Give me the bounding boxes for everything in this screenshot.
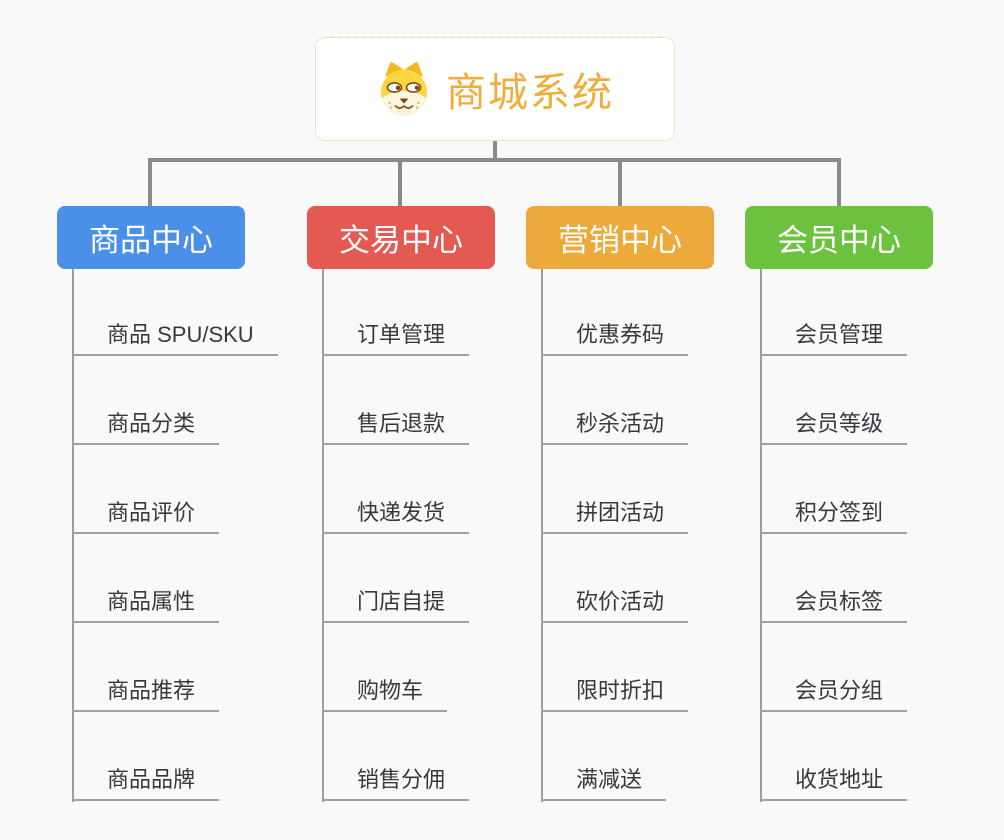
connector-bus [148, 158, 841, 162]
branch-node-trade-center[interactable]: 交易中心 [307, 206, 495, 269]
leaf-node[interactable]: 限时折扣 [541, 678, 689, 712]
connector-drop-member [837, 158, 841, 206]
root-node[interactable]: 商城系统 [315, 37, 675, 141]
leaf-node[interactable]: 收货地址 [760, 767, 908, 801]
dog-face-icon [381, 62, 427, 116]
connector-trunk-marketing [541, 269, 543, 802]
leaf-node[interactable]: 积分签到 [760, 500, 908, 534]
leaf-node[interactable]: 会员分组 [760, 678, 908, 712]
leaf-node[interactable]: 砍价活动 [541, 589, 689, 623]
connector-trunk-trade [322, 269, 324, 802]
leaf-node[interactable]: 拼团活动 [541, 500, 689, 534]
branch-node-product-center[interactable]: 商品中心 [57, 206, 245, 269]
connector-trunk-member [760, 269, 762, 802]
leaf-node[interactable]: 会员管理 [760, 322, 908, 356]
leaf-node[interactable]: 销售分佣 [322, 767, 470, 801]
leaf-node[interactable]: 门店自提 [322, 589, 470, 623]
leaf-node[interactable]: 秒杀活动 [541, 411, 689, 445]
leaf-node[interactable]: 优惠券码 [541, 322, 689, 356]
leaf-node[interactable]: 售后退款 [322, 411, 470, 445]
leaf-node[interactable]: 满减送 [541, 767, 667, 801]
leaf-node[interactable]: 会员等级 [760, 411, 908, 445]
branch-node-member-center[interactable]: 会员中心 [745, 206, 933, 269]
root-node-title: 商城系统 [446, 71, 614, 115]
leaf-node[interactable]: 订单管理 [322, 322, 470, 356]
branch-node-marketing-center[interactable]: 营销中心 [526, 206, 714, 269]
connector-drop-marketing [618, 158, 622, 206]
leaf-node[interactable]: 商品评价 [72, 500, 220, 534]
leaf-node[interactable]: 商品推荐 [72, 678, 220, 712]
leaf-node[interactable]: 会员标签 [760, 589, 908, 623]
connector-root-stub [493, 140, 497, 160]
leaf-node[interactable]: 购物车 [322, 678, 448, 712]
leaf-node[interactable]: 快递发货 [322, 500, 470, 534]
leaf-node[interactable]: 商品品牌 [72, 767, 220, 801]
connector-drop-trade [398, 158, 402, 206]
leaf-node[interactable]: 商品 SPU/SKU [72, 322, 278, 356]
connector-drop-product [148, 158, 152, 206]
leaf-node[interactable]: 商品属性 [72, 589, 220, 623]
connector-trunk-product [72, 269, 74, 802]
leaf-node[interactable]: 商品分类 [72, 411, 220, 445]
